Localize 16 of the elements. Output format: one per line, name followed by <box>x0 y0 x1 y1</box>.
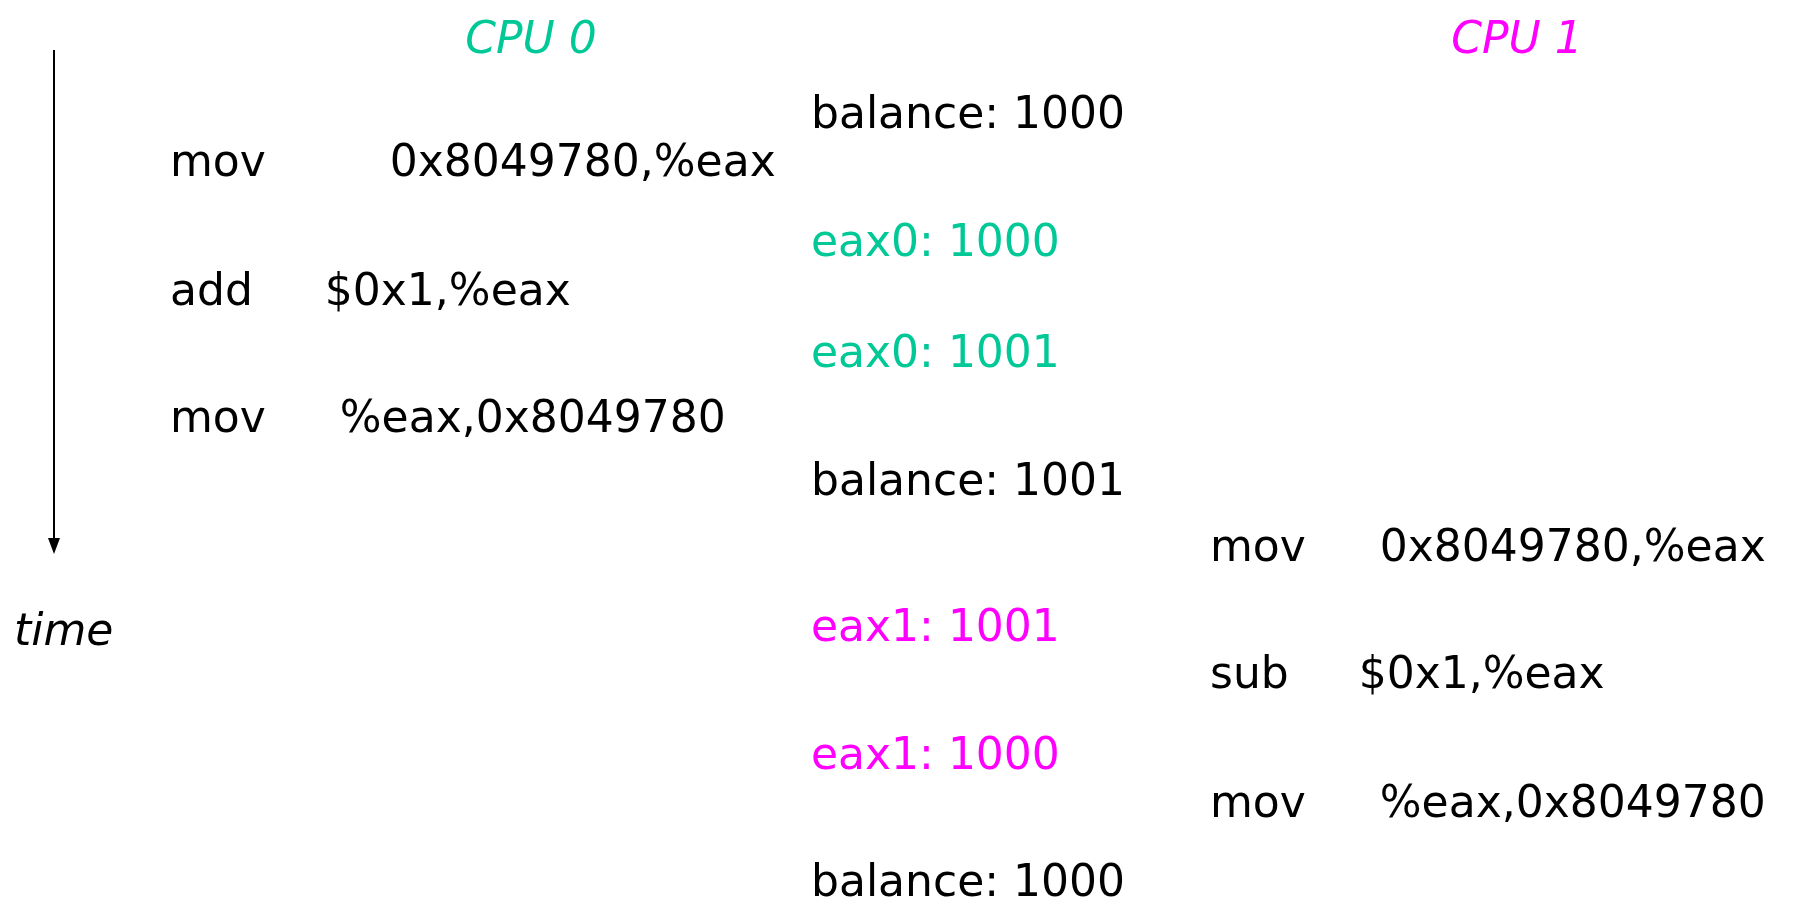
instruction-line: mov 0x8049780,%eax <box>1210 524 1766 568</box>
register-value: eax0: 1001 <box>811 330 1060 374</box>
axis-label: time <box>14 608 114 652</box>
memory-value: balance: 1001 <box>811 458 1125 502</box>
register-value: eax1: 1000 <box>811 732 1060 776</box>
instruction-line: mov %eax,0x8049780 <box>170 395 726 439</box>
register-value: eax1: 1001 <box>811 604 1060 648</box>
register-value: eax0: 1000 <box>811 219 1060 263</box>
instruction-line: mov %eax,0x8049780 <box>1210 780 1766 824</box>
cpu-heading: CPU 0 <box>465 16 597 60</box>
memory-value: balance: 1000 <box>811 91 1125 135</box>
instruction-line: add $0x1,%eax <box>170 268 571 312</box>
instruction-line: mov 0x8049780,%eax <box>170 139 776 183</box>
instruction-line: sub $0x1,%eax <box>1210 651 1605 695</box>
cpu-heading: CPU 1 <box>1451 16 1583 60</box>
memory-value: balance: 1000 <box>811 859 1125 903</box>
